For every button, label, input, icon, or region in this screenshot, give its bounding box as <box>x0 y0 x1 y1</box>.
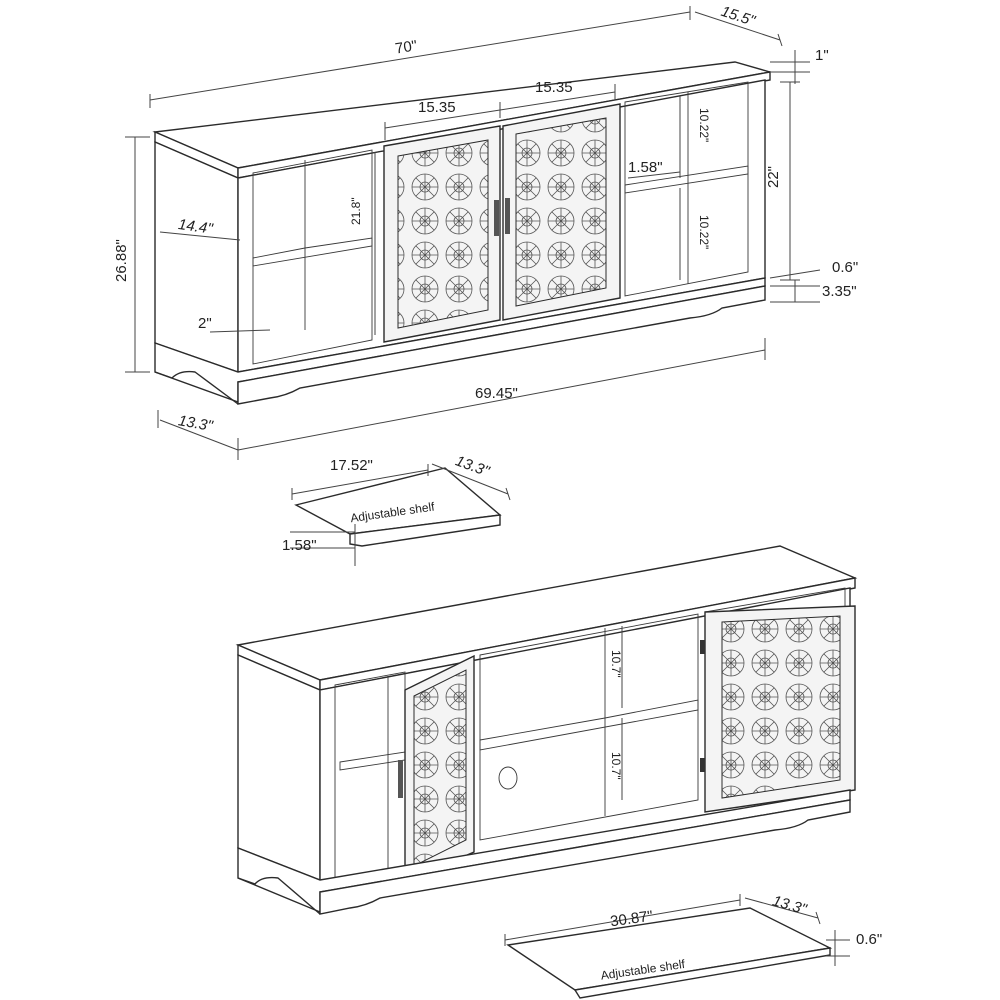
small-shelf-depth: 13.3" <box>453 452 492 480</box>
door-handle-icon <box>505 198 510 234</box>
dim-side-depth: 14.4" <box>177 216 214 238</box>
dim-shelf-thickness: 1.58" <box>628 159 663 176</box>
dim-side-inner-height: 21.8" <box>349 197 363 225</box>
dim-upper-height: 10.7" <box>609 650 623 678</box>
large-shelf-width: 30.87" <box>609 908 654 931</box>
dim-inner-height-lower: 10.22" <box>697 215 711 249</box>
dim-total-width: 70" <box>394 37 418 57</box>
large-shelf-thickness: 0.6" <box>856 931 882 948</box>
dim-lower-height: 10.7" <box>609 752 623 780</box>
door-handle-icon <box>398 760 403 798</box>
closed-cabinet-view: 70" 15.5" 1" 15.35 15.35 10.22" 1.58" 10… <box>113 3 858 460</box>
dim-side-panel: 2" <box>198 315 212 332</box>
small-shelf-thickness: 1.58" <box>282 537 317 554</box>
dim-base-width: 69.45" <box>475 385 518 402</box>
open-door-left <box>398 654 475 884</box>
large-shelf-depth: 13.3" <box>770 892 809 918</box>
door-left <box>383 125 501 343</box>
small-shelf-width: 17.52" <box>330 457 373 474</box>
hinge-icon <box>700 640 705 654</box>
dim-inner-height-upper: 10.22" <box>697 108 711 142</box>
dim-top-thickness: 1" <box>815 47 829 64</box>
open-door-right <box>700 605 856 813</box>
dim-door-width-left: 15.35 <box>418 99 456 116</box>
dim-door-width-right: 15.35 <box>535 79 573 96</box>
small-adjustable-shelf: 17.52" 13.3" Adjustable shelf 1.58" <box>282 452 511 566</box>
dim-cabinet-height: 22" <box>765 166 782 188</box>
cabinet-left-side <box>154 140 239 373</box>
cabinet-left-side <box>237 653 321 882</box>
dimension-lines-top <box>125 6 821 460</box>
dim-base-depth: 13.3" <box>177 412 215 435</box>
dim-overall-height: 26.88" <box>113 239 130 282</box>
dim-base-gap: 0.6" <box>832 259 858 276</box>
open-cabinet-view: 10.7" 10.7" <box>235 545 858 915</box>
hinge-icon <box>700 758 705 772</box>
large-adjustable-shelf: 30.87" 13.3" Adjustable shelf 0.6" <box>504 892 882 999</box>
dim-base-height: 3.35" <box>822 283 857 300</box>
door-handle-icon <box>494 200 499 236</box>
door-right <box>502 103 621 321</box>
